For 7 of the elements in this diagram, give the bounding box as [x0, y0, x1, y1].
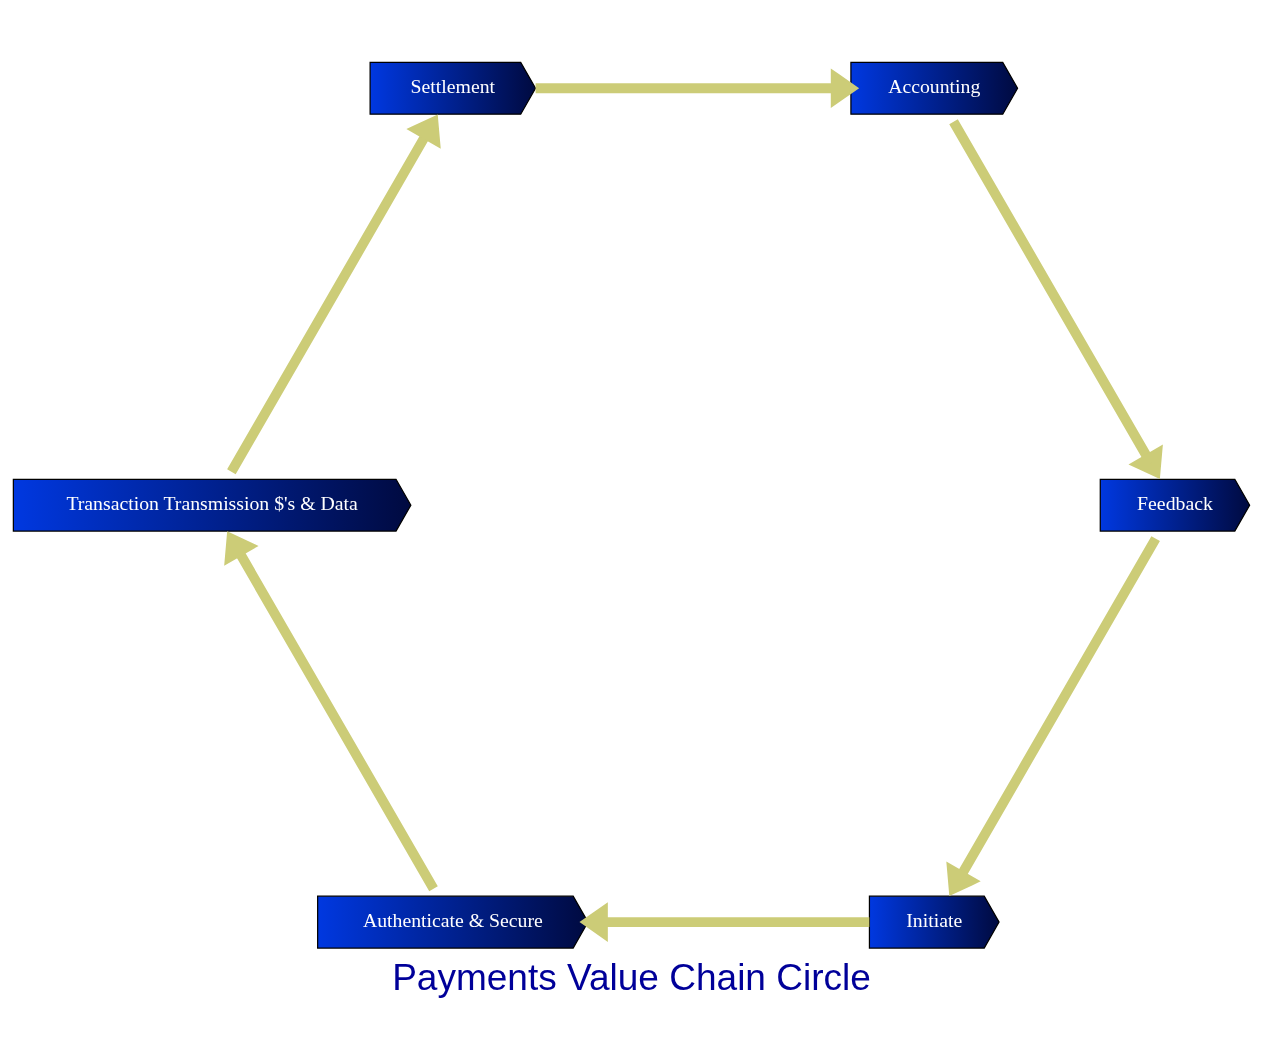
- diagram-title: Payments Value Chain Circle: [392, 956, 871, 999]
- arrow: [535, 68, 860, 109]
- arrow: [949, 119, 1163, 480]
- arrow: [224, 531, 438, 892]
- arrow: [227, 114, 441, 475]
- arrow: [579, 902, 870, 942]
- arrow: [946, 536, 1160, 896]
